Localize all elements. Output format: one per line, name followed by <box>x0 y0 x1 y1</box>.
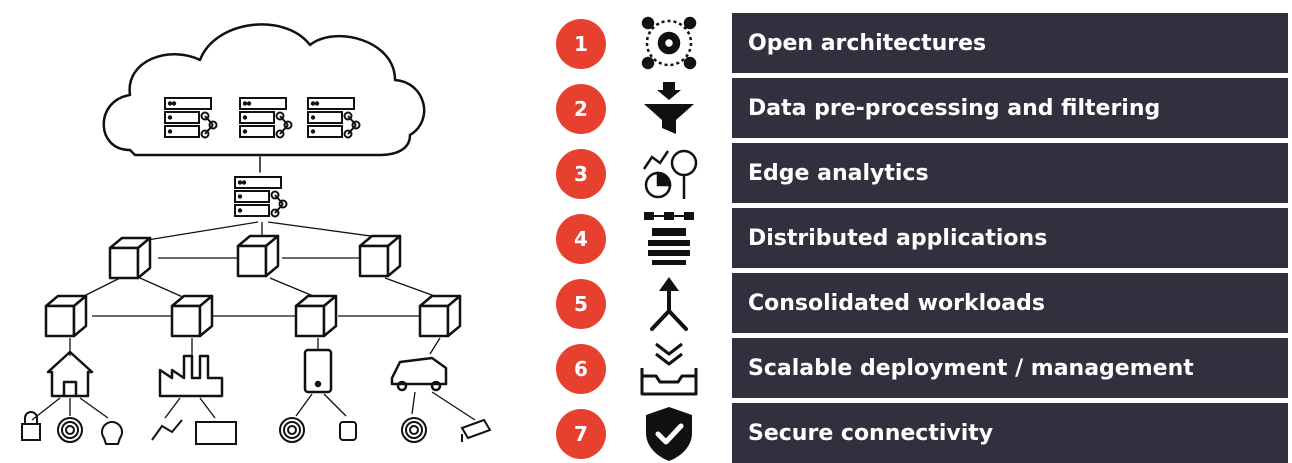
label-box: Secure connectivity <box>732 403 1288 463</box>
camera-icon <box>460 418 492 442</box>
robot-arm-icon <box>151 419 183 441</box>
watch-icon <box>339 421 357 441</box>
number-badge: 4 <box>556 214 606 264</box>
sensor-icon <box>401 417 427 443</box>
cloud-shape <box>102 23 426 157</box>
cloud-server-icon <box>307 97 361 139</box>
edge-node-cube <box>44 294 88 338</box>
label-box: Edge analytics <box>732 143 1288 203</box>
factory-icon <box>158 354 224 398</box>
label-box: Data pre-processing and filtering <box>732 78 1288 138</box>
bulb-icon <box>101 421 123 445</box>
analytics-icon <box>642 149 698 199</box>
number-badge: 1 <box>556 19 606 69</box>
cloud-server-icon <box>239 97 293 139</box>
item-label: Data pre-processing and filtering <box>748 95 1161 121</box>
list-item: 2 Data pre-processing and filtering <box>548 78 1292 138</box>
edge-node-cube <box>294 294 338 338</box>
item-label: Secure connectivity <box>748 420 994 446</box>
printer-icon <box>195 421 237 445</box>
sensor-icon <box>279 417 305 443</box>
list-item: 1 Open architectures <box>548 13 1292 73</box>
merge-arrow-icon <box>650 277 688 331</box>
list-item: 7 Secure connectivity <box>548 403 1292 463</box>
edge-cloud-diagram <box>21 23 492 445</box>
distributed-stack-icon <box>644 212 694 265</box>
sensor-icon <box>57 417 83 443</box>
shield-check-icon <box>646 407 692 461</box>
label-box: Scalable deployment / management <box>732 338 1288 398</box>
item-label: Scalable deployment / management <box>748 355 1194 381</box>
phone-icon <box>303 348 333 394</box>
list-item: 5 Consolidated workloads <box>548 273 1292 333</box>
number-badge: 7 <box>556 409 606 459</box>
inbox-download-icon <box>640 342 698 396</box>
label-box: Consolidated workloads <box>732 273 1288 333</box>
number-badge: 2 <box>556 84 606 134</box>
edge-node-cube <box>236 234 280 278</box>
car-icon <box>390 356 448 386</box>
list-item: 3 Edge analytics <box>548 143 1292 203</box>
lock-icon <box>21 423 41 441</box>
item-label: Edge analytics <box>748 160 929 186</box>
list-item: 4 Distributed applications <box>548 208 1292 268</box>
number-badge: 6 <box>556 344 606 394</box>
gateway-server-icon <box>234 176 288 218</box>
list-item: 6 Scalable deployment / management <box>548 338 1292 398</box>
gear-network-icon <box>641 16 697 70</box>
number-badge: 5 <box>556 279 606 329</box>
house-icon <box>46 350 94 398</box>
edge-node-cube <box>418 294 462 338</box>
edge-node-cube <box>170 294 214 338</box>
edge-node-cube <box>358 234 402 278</box>
cloud-server-icon <box>164 97 218 139</box>
label-box: Open architectures <box>732 13 1288 73</box>
number-badge: 3 <box>556 149 606 199</box>
item-label: Distributed applications <box>748 225 1048 251</box>
item-label: Open architectures <box>748 30 987 56</box>
label-box: Distributed applications <box>732 208 1288 268</box>
funnel-icon <box>644 82 694 134</box>
edge-node-cube <box>108 236 152 280</box>
item-label: Consolidated workloads <box>748 290 1045 316</box>
